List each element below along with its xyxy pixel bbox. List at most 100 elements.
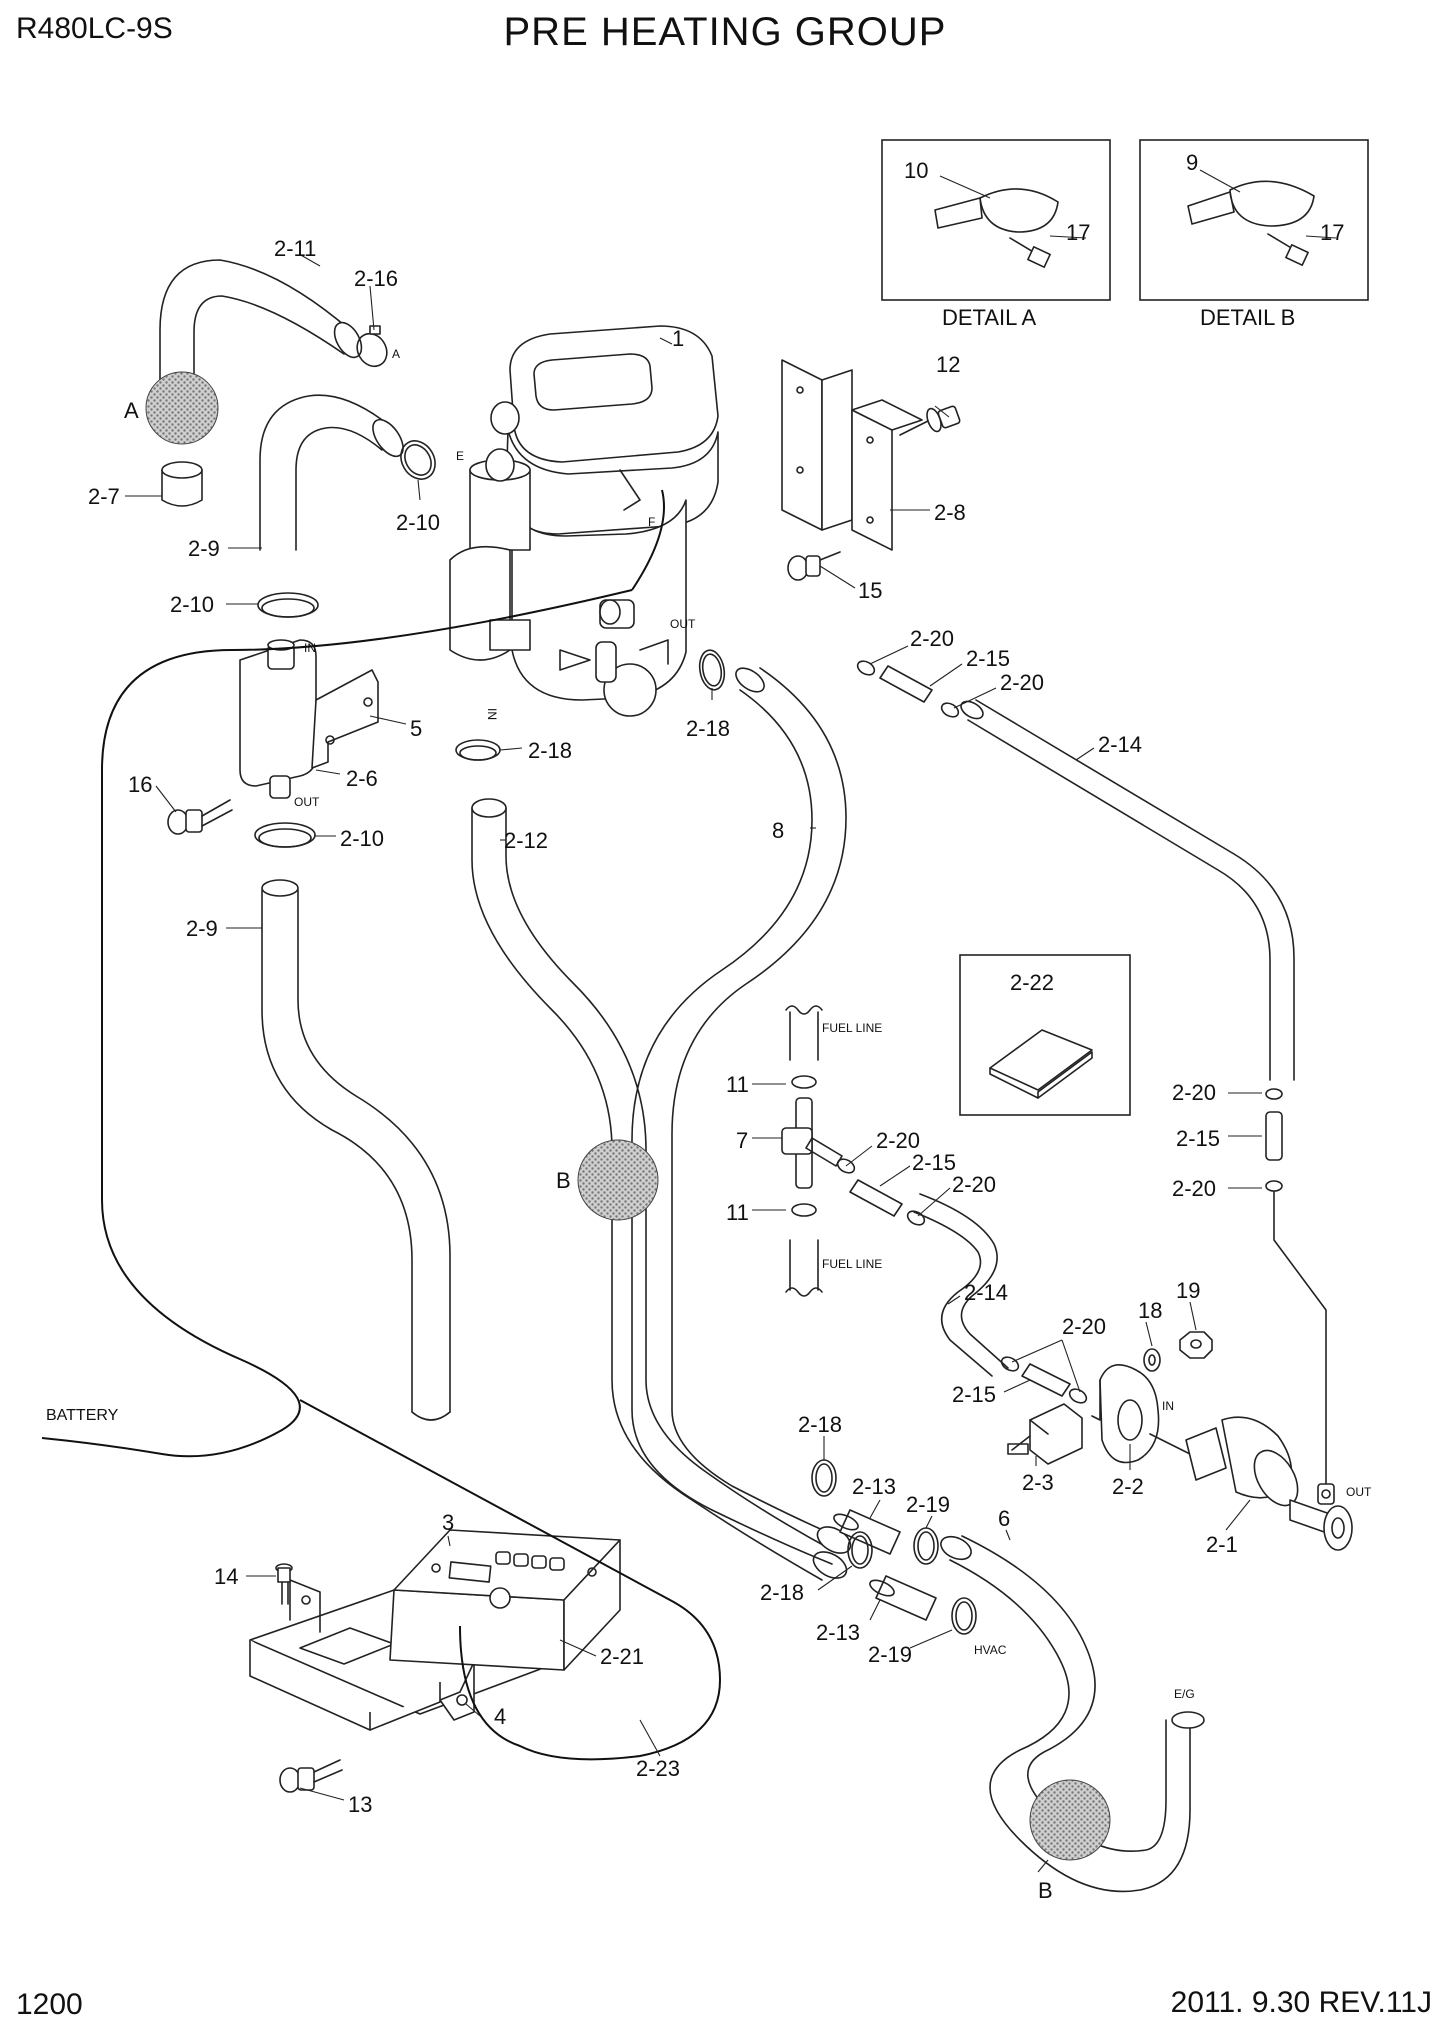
leader-lines	[125, 253, 1262, 1873]
callout: 2-18	[686, 716, 730, 741]
callout: 11	[726, 1072, 749, 1097]
bolt-16	[167, 799, 233, 835]
callout: 2-2	[1112, 1474, 1144, 1499]
hose-6	[940, 1535, 1205, 1893]
port-label: A	[392, 347, 400, 361]
callout: 2-15	[912, 1150, 956, 1175]
port-label: FUEL LINE	[822, 1257, 882, 1271]
callout: 7	[736, 1128, 748, 1153]
reference-circle-b-mid	[577, 1139, 659, 1221]
fuel-fitting-2-15-mid	[836, 1158, 926, 1226]
port-label: OUT	[294, 795, 320, 809]
detail-a-label-17: 17	[1066, 220, 1090, 245]
detail-b-label-9: 9	[1186, 150, 1198, 175]
hose-2-12	[471, 798, 848, 1581]
reference-circle-b-low	[1029, 1779, 1111, 1861]
port-label: OUT	[670, 617, 696, 631]
detail-b-label-17: 17	[1320, 220, 1344, 245]
fuel-tee-7	[781, 1005, 843, 1297]
port-label: OUT	[1346, 1485, 1372, 1499]
pump-2-6	[239, 639, 317, 799]
wire-harness-2-23	[41, 489, 722, 1761]
valve-2-1	[1149, 1416, 1353, 1551]
nut-19	[1179, 1331, 1213, 1359]
callout: 2-18	[798, 1412, 842, 1437]
callout: 16	[128, 772, 152, 797]
hose-2-11	[159, 259, 363, 391]
callout: 2-20	[1062, 1314, 1106, 1339]
callout: 2-12	[504, 828, 548, 853]
detail-b-box	[1139, 139, 1369, 301]
port-label: E	[456, 449, 464, 463]
clamp-2-18-heater-out	[698, 649, 726, 691]
bolt-12	[899, 405, 961, 436]
clamp-2-18-heater-in	[455, 739, 501, 761]
callout: 2-9	[186, 916, 218, 941]
screw-14	[275, 1563, 293, 1605]
callout: 2-13	[816, 1620, 860, 1645]
port-label: IN	[485, 708, 499, 720]
callout: 2-20	[952, 1172, 996, 1197]
callout: B	[556, 1168, 571, 1193]
callout: 18	[1138, 1298, 1162, 1323]
callout: 15	[858, 578, 882, 603]
bolt-15	[787, 551, 841, 581]
callout: 2-6	[346, 766, 378, 791]
callout: A	[124, 398, 139, 423]
port-label: HVAC	[974, 1643, 1007, 1657]
detail-a-label-10: 10	[904, 158, 928, 183]
manual-2-22	[959, 954, 1131, 1116]
hose-2-9-upper	[259, 394, 404, 551]
hose-2-9-lower	[261, 879, 451, 1421]
clamp-2-10-top	[400, 440, 436, 480]
callout: 5	[410, 716, 422, 741]
callout: 2-11	[274, 236, 316, 261]
fuel-fitting-2-15-right	[1265, 1088, 1327, 1491]
callout: 2-22	[1010, 970, 1054, 995]
battery-label: BATTERY	[46, 1407, 119, 1424]
washer-18	[1143, 1348, 1161, 1372]
callout: 2-19	[868, 1642, 912, 1667]
clamp-2-18-lower-b	[847, 1531, 873, 1569]
callout: 2-15	[952, 1382, 996, 1407]
detail-a-caption: DETAIL A	[942, 305, 1036, 330]
callout: 2-15	[1176, 1126, 1220, 1151]
callout: 2-18	[528, 738, 572, 763]
callout: 2-8	[934, 500, 966, 525]
callout: 8	[772, 818, 784, 843]
callout: 1	[672, 326, 684, 351]
clamp-2-16	[356, 325, 388, 368]
callout: 2-3	[1022, 1470, 1054, 1495]
bracket-2-2	[1091, 1364, 1160, 1464]
plug-2-7	[161, 461, 203, 507]
callout: 2-16	[354, 266, 398, 291]
callout: 3	[442, 1510, 454, 1535]
callout: 2-23	[636, 1756, 680, 1781]
model-number: R480LC-9S	[16, 12, 173, 45]
tube-2-13-upper	[833, 1509, 901, 1555]
port-label: IN	[1162, 1399, 1174, 1413]
callout: 2-20	[876, 1128, 920, 1153]
tube-2-13-lower	[869, 1575, 937, 1621]
revision-date: 2011. 9.30 REV.11J	[1170, 1986, 1432, 2019]
callout: 2-10	[340, 826, 384, 851]
hose-2-14-upper	[960, 699, 1295, 1081]
port-label: F	[648, 515, 655, 529]
clamp-2-10-low	[254, 822, 316, 848]
bracket-2-8	[781, 359, 923, 551]
fitting-2-15-lower	[1000, 1356, 1088, 1404]
callout: 11	[726, 1200, 749, 1225]
bolt-13	[279, 1759, 343, 1793]
page-title: PRE HEATING GROUP	[503, 10, 947, 54]
port-label: E/G	[1174, 1687, 1195, 1701]
callout: 2-10	[396, 510, 440, 535]
callout: 2-18	[760, 1580, 804, 1605]
reference-circle-a	[145, 371, 219, 445]
controller-3	[389, 1529, 621, 1671]
callout: 2-14	[964, 1280, 1008, 1305]
clamp-2-19-a	[913, 1527, 939, 1565]
callout: 2-13	[852, 1474, 896, 1499]
callout: 2-21	[600, 1644, 644, 1669]
callout: 6	[998, 1506, 1010, 1531]
